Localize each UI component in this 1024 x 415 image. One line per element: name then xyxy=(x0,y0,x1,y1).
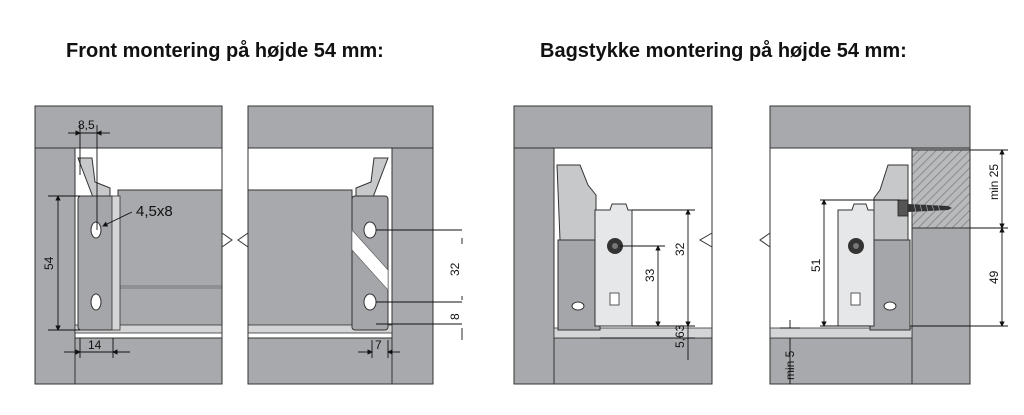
dim-min-25: min 25 xyxy=(987,164,1001,200)
dim-49: 49 xyxy=(987,270,1001,284)
front-right-view xyxy=(237,105,434,385)
dim-33: 33 xyxy=(643,268,657,282)
dim-hole-4-5x8: 4,5x8 xyxy=(136,203,173,220)
dim-min-5: min 5 xyxy=(783,350,797,380)
screw-icon xyxy=(897,199,952,217)
dim-5-63: 5,63 xyxy=(673,324,687,348)
back-panel-hatched xyxy=(911,149,971,229)
back-mounting-title: Bagstykke montering på højde 54 mm: xyxy=(540,40,907,62)
dim-14: 14 xyxy=(88,338,102,352)
front-left-view xyxy=(34,105,233,385)
back-right-dimensions xyxy=(780,149,1008,384)
back-left-dimensions xyxy=(600,209,695,360)
front-mounting-title: Front montering på højde 54 mm: xyxy=(66,40,384,62)
dim-32-front: 32 xyxy=(448,262,462,276)
upper-hole xyxy=(90,221,102,239)
lower-hole xyxy=(90,293,102,311)
dim-32-back: 32 xyxy=(673,242,687,256)
dim-7: 7 xyxy=(375,338,382,352)
dim-54: 54 xyxy=(42,256,56,270)
dim-51: 51 xyxy=(809,258,823,272)
front-right-dimensions xyxy=(358,229,463,358)
back-right-view xyxy=(759,105,971,385)
dim-8-front: 8 xyxy=(448,313,462,320)
dim-8-5: 8,5 xyxy=(78,118,95,132)
front-left-dimensions xyxy=(48,125,133,358)
